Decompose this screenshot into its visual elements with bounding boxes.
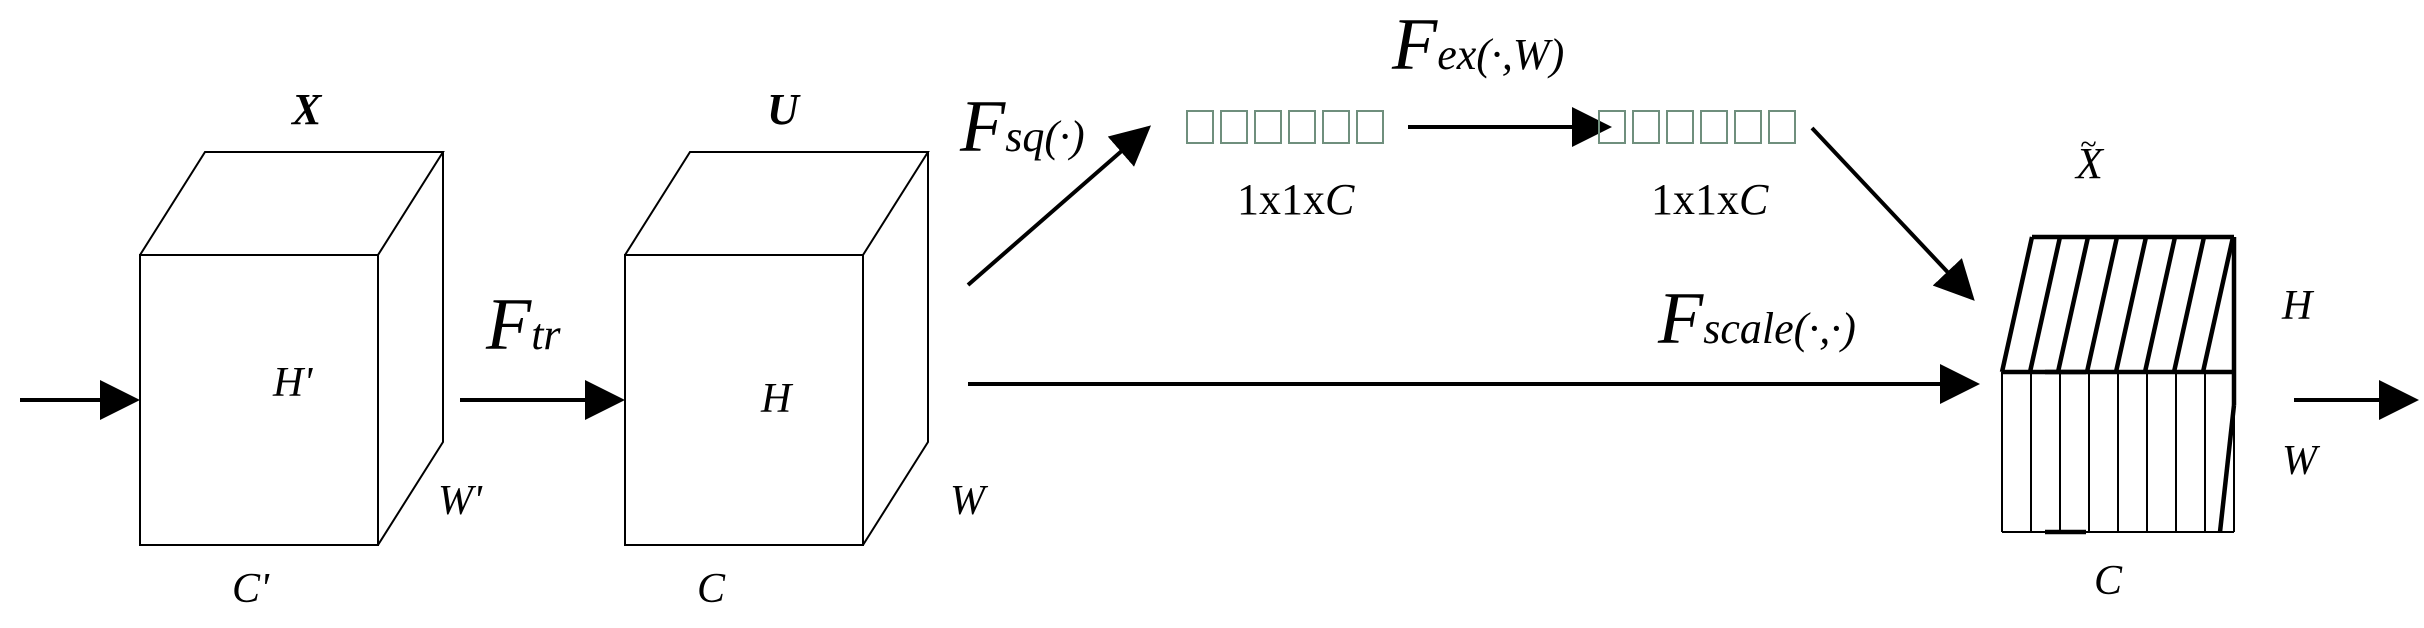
squeeze-symbol: F xyxy=(960,86,1006,168)
excite-to-scale-arrow xyxy=(1810,126,1975,301)
output-tensor-name: X xyxy=(2076,139,2103,188)
squeezed-vector xyxy=(1186,110,1384,144)
output-tensor-label: ~X xyxy=(2076,130,2103,188)
channel-cell xyxy=(1288,110,1316,144)
scale-op-label: Fscale(·,·) xyxy=(1658,282,1856,356)
squeezed-shape-var: C xyxy=(1325,175,1355,224)
transformed-tensor-label: U xyxy=(767,85,799,134)
transform-symbol: F xyxy=(486,284,532,366)
input-tensor-label: X xyxy=(292,85,322,134)
channel-cell xyxy=(1734,110,1762,144)
arrows xyxy=(20,107,2419,420)
transform-op-label: Ftr xyxy=(486,288,561,362)
transformed-height-label: H xyxy=(761,376,792,422)
transformed-channels-label: C xyxy=(697,566,726,612)
channel-cell xyxy=(1322,110,1350,144)
transformed-width-label: W xyxy=(950,478,985,524)
squeeze-subscript: sq(·) xyxy=(1005,112,1085,161)
excitation-symbol: F xyxy=(1392,4,1438,86)
channel-cell xyxy=(1254,110,1282,144)
output-height-label: H xyxy=(2282,283,2313,329)
output-width-label: W xyxy=(2282,438,2317,484)
scale-subscript: scale(·,·) xyxy=(1703,304,1856,353)
excited-shape-prefix: 1x1x xyxy=(1651,175,1739,224)
excited-shape-var: C xyxy=(1739,175,1769,224)
scale-symbol: F xyxy=(1658,278,1704,360)
excitation-subscript: ex(·,W) xyxy=(1437,30,1565,79)
input-channels-label: C' xyxy=(232,566,269,612)
channel-cell xyxy=(1186,110,1214,144)
squeeze-op-label: Fsq(·) xyxy=(960,90,1085,164)
input-width-label: W' xyxy=(438,478,482,524)
excited-vector xyxy=(1598,110,1796,144)
excited-shape-label: 1x1xC xyxy=(1651,178,1768,222)
input-height-label: H' xyxy=(273,360,313,406)
squeezed-shape-label: 1x1xC xyxy=(1237,178,1354,222)
channel-cell xyxy=(1666,110,1694,144)
input-cube xyxy=(139,151,445,546)
transformed-cube xyxy=(624,151,930,546)
channel-cell xyxy=(1598,110,1626,144)
output-tilde: ~ xyxy=(2080,128,2097,161)
channel-cell xyxy=(1356,110,1384,144)
channel-cell xyxy=(1700,110,1728,144)
output-channels-label: C xyxy=(2094,558,2123,604)
channel-cell xyxy=(1768,110,1796,144)
output-cube xyxy=(1999,234,2237,535)
channel-cell xyxy=(1632,110,1660,144)
squeeze-arrow xyxy=(966,125,1152,287)
excitation-op-label: Fex(·,W) xyxy=(1392,8,1564,82)
squeezed-shape-prefix: 1x1x xyxy=(1237,175,1325,224)
channel-cell xyxy=(1220,110,1248,144)
transform-subscript: tr xyxy=(531,310,561,359)
